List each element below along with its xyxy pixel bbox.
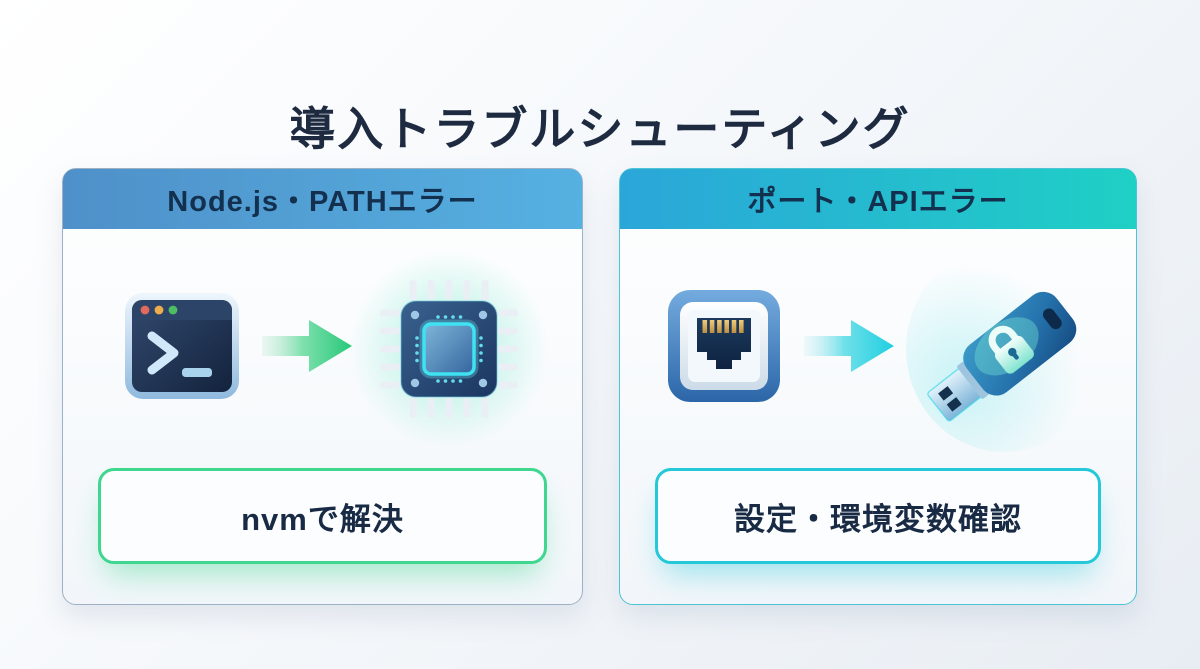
icon-row — [63, 229, 582, 468]
icon-row — [620, 229, 1136, 468]
card-nodejs-path-error: Node.js・PATHエラー — [62, 168, 583, 605]
solution-box: 設定・環境変数確認 — [655, 468, 1101, 564]
arrow-right-cyan-icon — [804, 314, 896, 383]
page-title: 導入トラブルシューティング — [289, 102, 911, 155]
cpu-chip-icon — [345, 245, 552, 452]
solution-label: 設定・環境変数確認 — [734, 501, 1022, 537]
card-header: Node.js・PATHエラー — [63, 169, 582, 229]
card-header: ポート・APIエラー — [620, 169, 1136, 229]
ethernet-port-icon — [664, 286, 784, 411]
usb-security-key-icon — [906, 245, 1102, 452]
card-port-api-error: ポート・APIエラー — [619, 168, 1137, 605]
terminal-icon — [122, 286, 242, 411]
card-header-label: ポート・APIエラー — [747, 186, 1009, 218]
arrow-right-green-icon — [261, 314, 354, 383]
solution-box: nvmで解決 — [98, 468, 547, 564]
card-header-label: Node.js・PATHエラー — [167, 186, 478, 218]
solution-label: nvmで解決 — [241, 501, 404, 537]
